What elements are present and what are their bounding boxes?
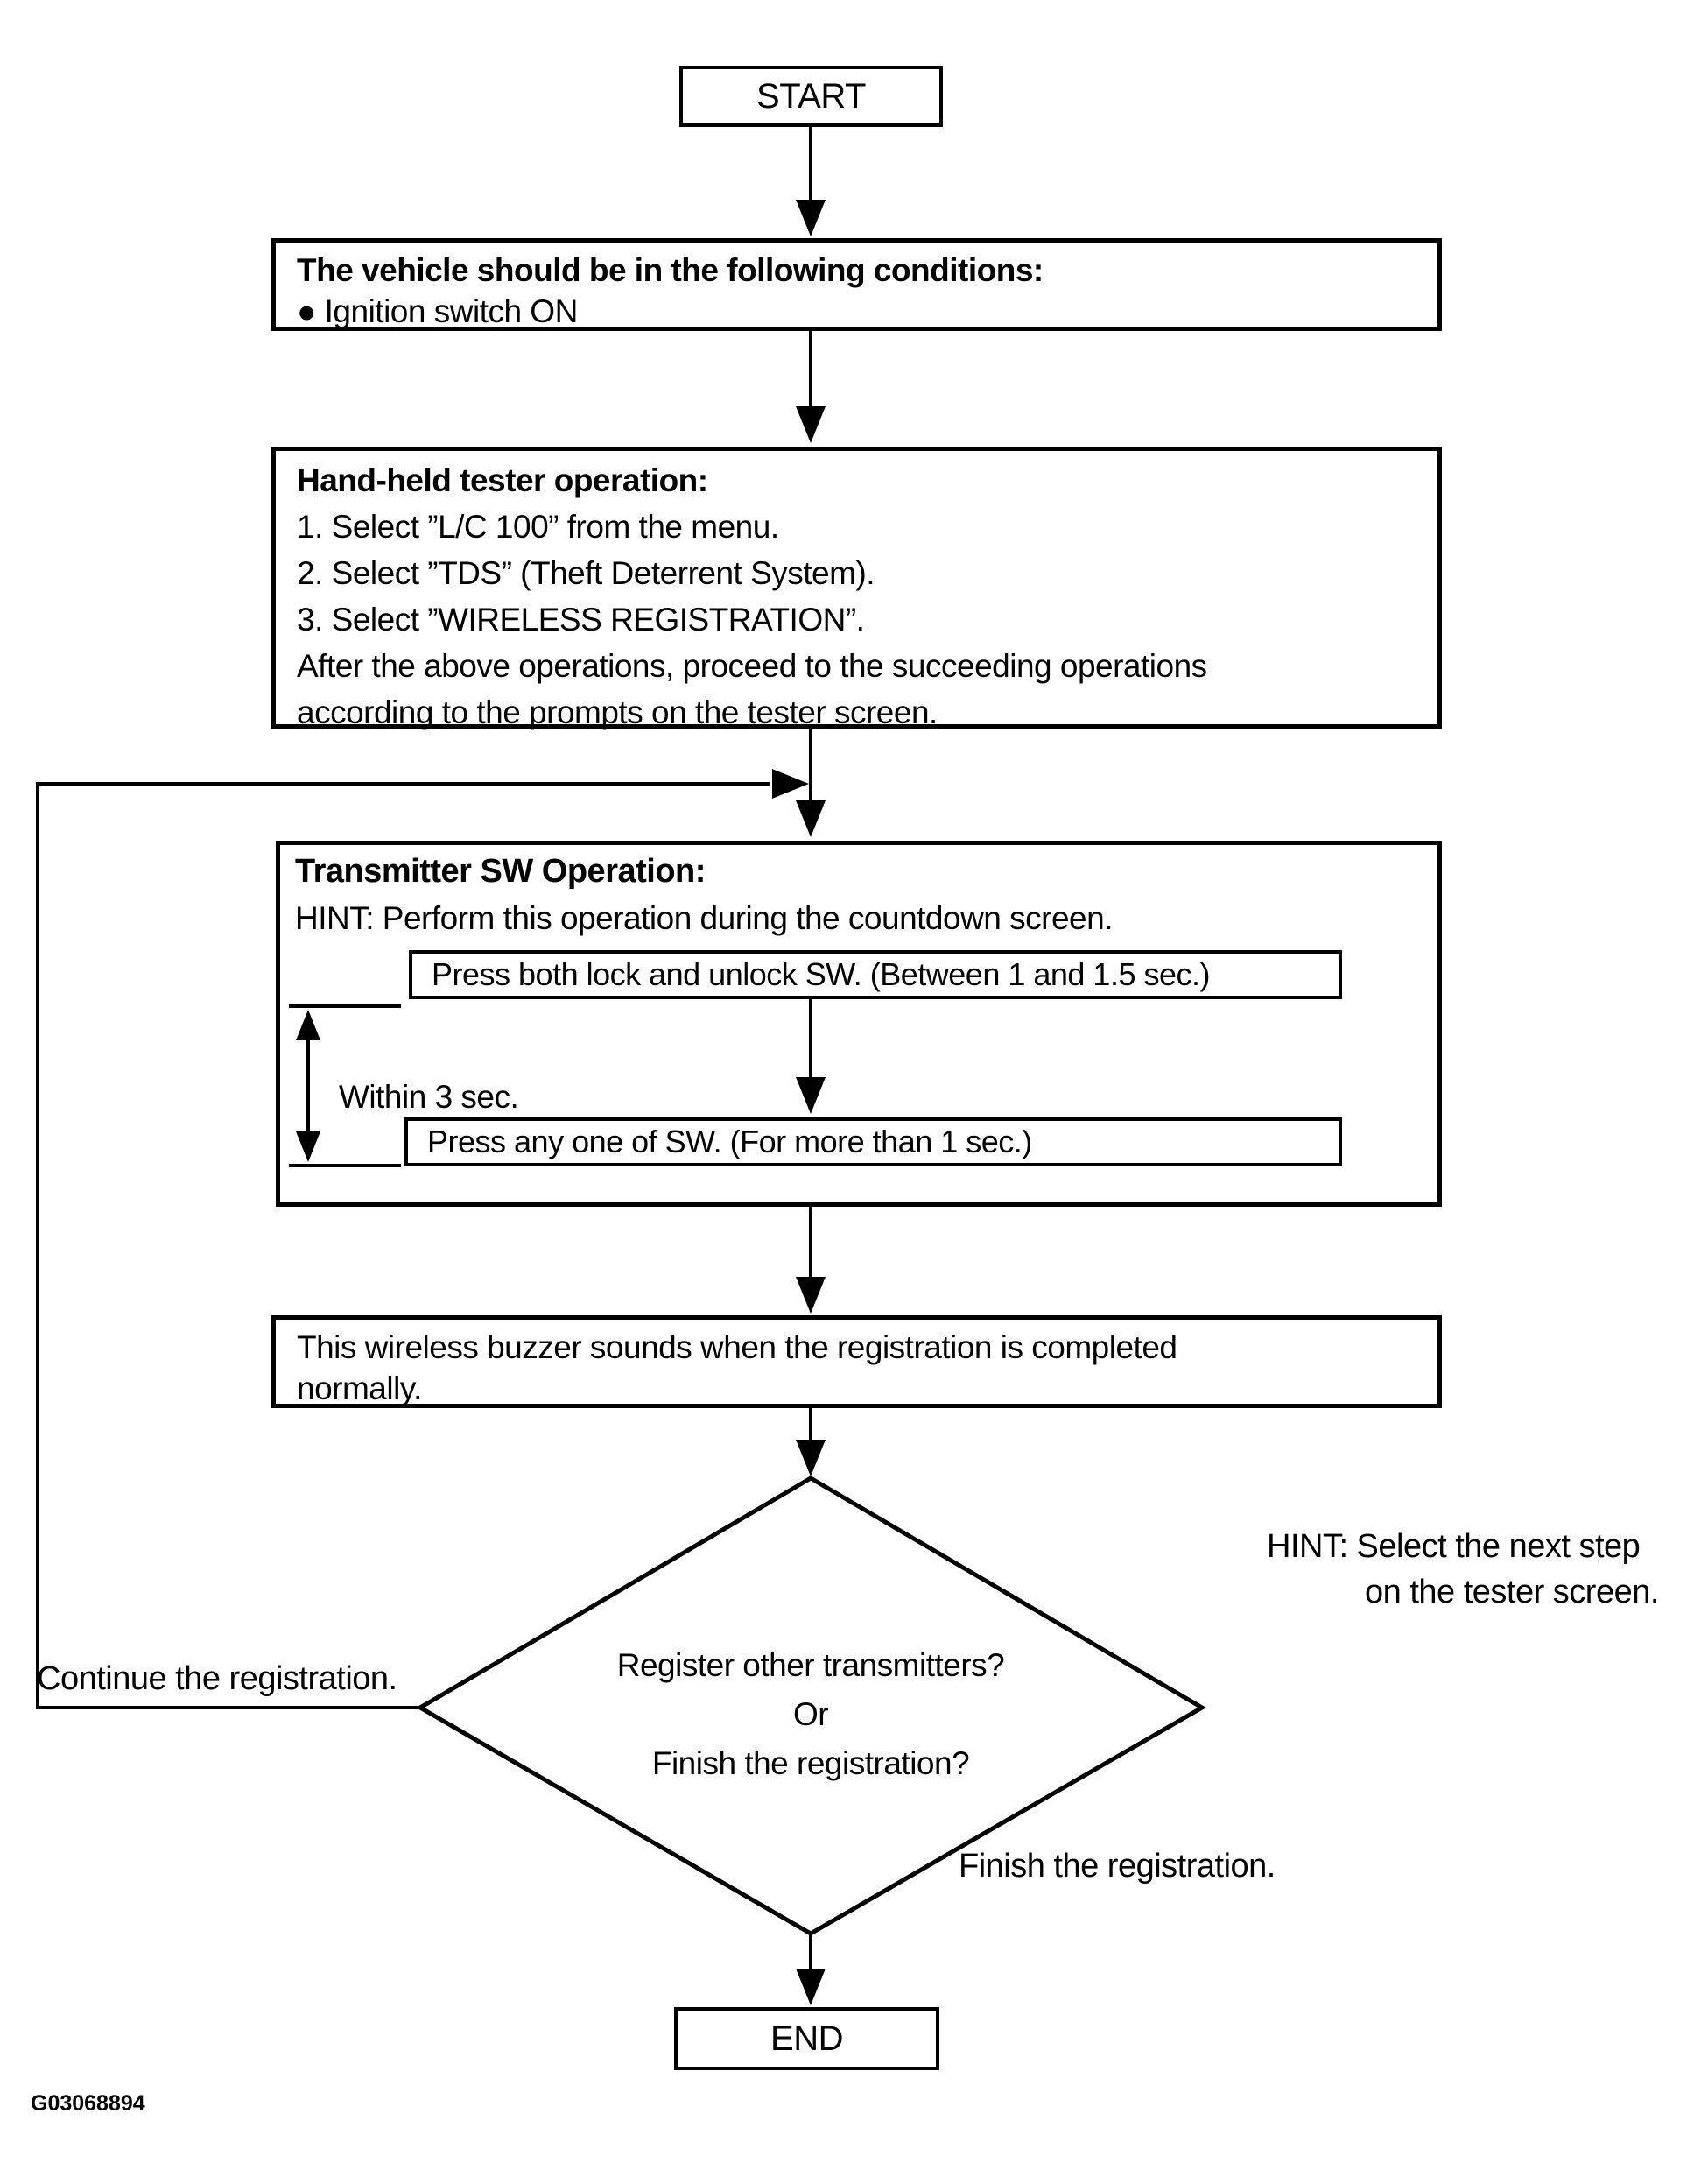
transmitter-box bbox=[276, 841, 1442, 1207]
conditions-title: The vehicle should be in the following c… bbox=[297, 252, 1044, 288]
tester-hint-note: HINT: Select the next step on the tester… bbox=[1267, 1524, 1659, 1615]
decision-line-1: Register other transmitters? bbox=[616, 1647, 1005, 1683]
decision-text: Register other transmitters? Or Finish t… bbox=[417, 1641, 1205, 1788]
transmitter-hint: HINT: Perform this operation during the … bbox=[295, 900, 1114, 936]
start-label: START bbox=[756, 76, 866, 116]
conditions-item: ● Ignition switch ON bbox=[297, 293, 578, 329]
decision-line-2: Or bbox=[792, 1696, 829, 1732]
branch-finish-label: Finish the registration. bbox=[959, 1848, 1276, 1885]
transmitter-title: Transmitter SW Operation: bbox=[295, 853, 706, 890]
within-3-sec-label: Within 3 sec. bbox=[339, 1079, 519, 1115]
tester-hint-line-1: HINT: Select the next step bbox=[1267, 1528, 1641, 1565]
tester-hint-line-2: on the tester screen. bbox=[1365, 1574, 1659, 1610]
tester-step-1: 1. Select ”L/C 100” from the menu. bbox=[297, 509, 779, 545]
tester-note-line-2: according to the prompts on the tester s… bbox=[297, 694, 938, 730]
tester-title: Hand-held tester operation: bbox=[297, 462, 708, 498]
step1-label: Press both lock and unlock SW. (Between … bbox=[432, 956, 1211, 992]
step2-box: Press any one of SW. (For more than 1 se… bbox=[404, 1117, 1342, 1166]
arrowhead-transmitter bbox=[796, 800, 826, 837]
loop-line-continue bbox=[36, 782, 770, 1709]
tester-step-2: 2. Select ”TDS” (Theft Deterrent System)… bbox=[297, 555, 875, 591]
buzzer-line-2: normally. bbox=[297, 1370, 422, 1406]
step2-label: Press any one of SW. (For more than 1 se… bbox=[427, 1124, 1032, 1159]
arrowhead-tester bbox=[796, 406, 826, 443]
decision-line-3: Finish the registration? bbox=[651, 1745, 970, 1781]
arrowhead-conditions bbox=[796, 200, 826, 236]
arrowhead-buzzer bbox=[796, 1277, 826, 1314]
bullet-icon: ● bbox=[297, 293, 316, 329]
arrowhead-loop-junction bbox=[772, 769, 809, 799]
buzzer-line-1: This wireless buzzer sounds when the reg… bbox=[297, 1329, 1177, 1365]
figure-code: G03068894 bbox=[31, 2091, 145, 2116]
start-node: START bbox=[679, 66, 943, 127]
end-node: END bbox=[674, 2007, 939, 2070]
tester-step-3: 3. Select ”WIRELESS REGISTRATION”. bbox=[297, 602, 865, 638]
arrowhead-decision bbox=[796, 1440, 826, 1476]
arrowhead-end bbox=[796, 1969, 826, 2005]
conditions-box: The vehicle should be in the following c… bbox=[271, 238, 1442, 331]
buzzer-box: This wireless buzzer sounds when the reg… bbox=[271, 1315, 1442, 1408]
branch-continue-label: Continue the registration. bbox=[37, 1660, 397, 1697]
interval-arrowhead-up bbox=[296, 1010, 320, 1040]
tester-note-line-1: After the above operations, proceed to t… bbox=[297, 648, 1207, 684]
arrowhead-step2 bbox=[796, 1077, 826, 1114]
interval-arrowhead-down bbox=[296, 1131, 320, 1162]
tester-box: Hand-held tester operation: 1. Select ”L… bbox=[271, 447, 1442, 730]
step1-box: Press both lock and unlock SW. (Between … bbox=[409, 950, 1342, 999]
end-label: END bbox=[770, 2018, 843, 2058]
